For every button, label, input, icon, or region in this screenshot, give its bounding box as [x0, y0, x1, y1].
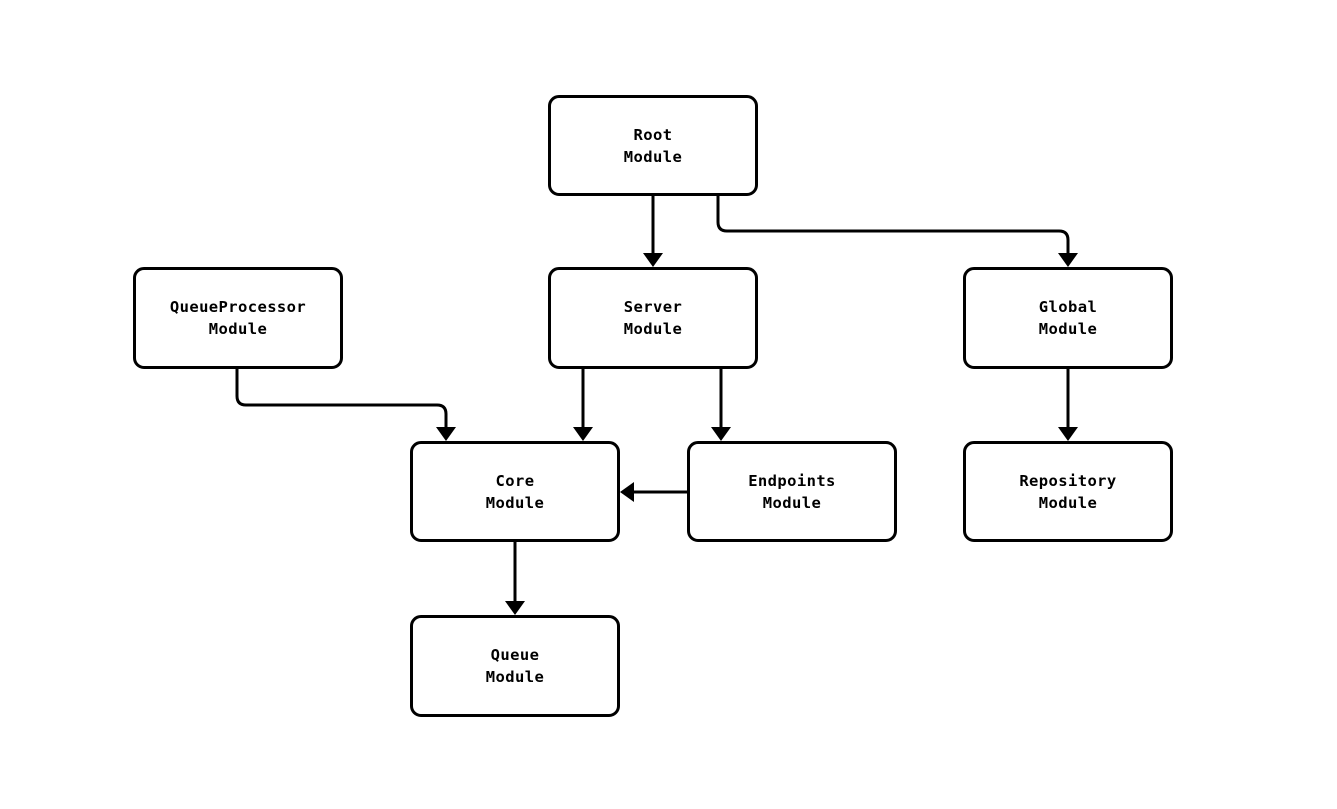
- node-server-label-line2: Module: [623, 320, 683, 338]
- arrowhead-global-to-repository: [1058, 427, 1078, 441]
- node-server-label-line1: Server: [623, 298, 683, 316]
- arrowhead-core-to-queue: [505, 601, 525, 615]
- arrowhead-queueprocessor-to-core: [436, 427, 456, 441]
- arrowhead-server-to-core: [573, 427, 593, 441]
- node-root-label-line2: Module: [623, 147, 683, 166]
- arrowhead-endpoints-to-core: [620, 482, 634, 502]
- node-queueprocessor-label-line1: QueueProcessor: [169, 298, 307, 316]
- node-repository-label-line2: Module: [1038, 493, 1098, 512]
- node-root-label-line1: Root: [633, 125, 673, 144]
- edge-queueprocessor-to-core: [235, 369, 448, 427]
- node-core-label-line1: Core: [495, 471, 535, 490]
- arrowhead-server-to-endpoints: [711, 427, 731, 441]
- node-queue-label-line1: Queue: [490, 646, 540, 664]
- node-queue-label-line2: Module: [485, 668, 545, 686]
- node-repository-label-line1: Repository: [1019, 471, 1117, 490]
- edge-root-to-global: [716, 196, 1070, 253]
- arrowhead-root-to-global: [1058, 253, 1078, 267]
- node-global-label-line1: Global: [1038, 298, 1098, 316]
- node-endpoints-label-line1: Endpoints: [748, 471, 836, 490]
- node-core-label-line2: Module: [485, 493, 545, 512]
- node-queueprocessor-label-line2: Module: [208, 320, 268, 338]
- node-global-label-line2: Module: [1038, 320, 1098, 338]
- arrowhead-root-to-server: [643, 253, 663, 267]
- node-endpoints-label-line2: Module: [762, 493, 822, 512]
